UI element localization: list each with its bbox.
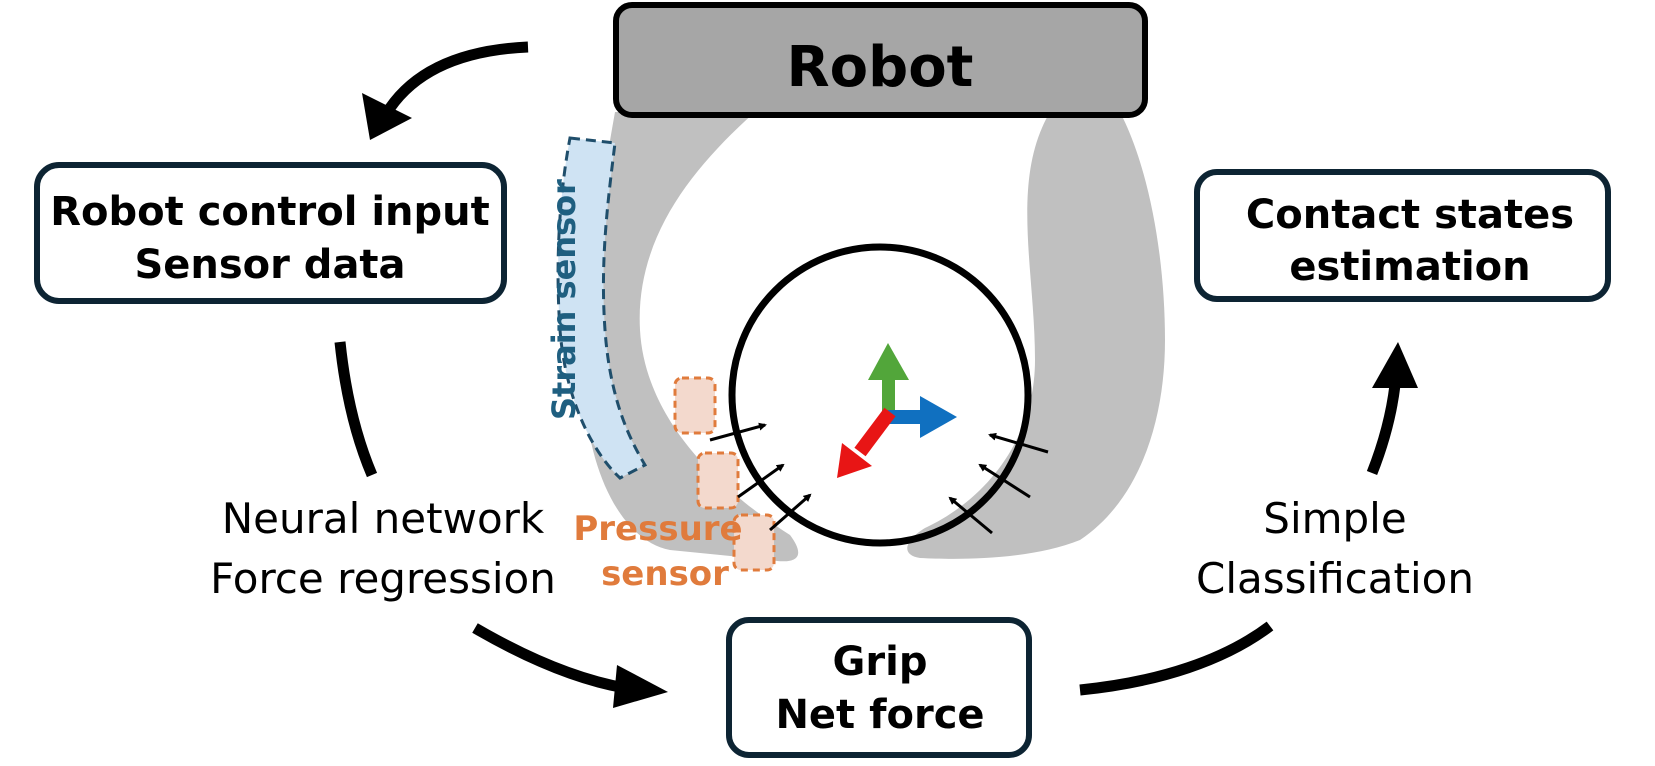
arrow-input-to-regression-shaft bbox=[334, 341, 378, 478]
edge-classification-label: Simple Classification bbox=[1196, 494, 1474, 603]
pressure-sensor-label-line2: sensor bbox=[601, 554, 729, 594]
strain-sensor-shape bbox=[556, 136, 648, 480]
contact-force-arrow bbox=[978, 463, 1031, 499]
gripper bbox=[583, 112, 1165, 562]
edge-classification-line1: Simple bbox=[1263, 494, 1406, 543]
contact-box-line1: Contact states bbox=[1246, 192, 1574, 238]
pressure-sensors: Pressure sensor bbox=[573, 376, 776, 594]
grip-box-line2: Net force bbox=[775, 692, 984, 738]
flow-arrows bbox=[334, 41, 1401, 696]
gripper-right-finger bbox=[907, 112, 1165, 559]
pressure-pad bbox=[673, 376, 717, 435]
contact-force-arrow bbox=[948, 496, 993, 535]
contact-force-arrow bbox=[709, 422, 767, 442]
axis-x-arrow bbox=[837, 407, 896, 478]
contact-box: Contact states estimation bbox=[1194, 169, 1611, 302]
grip-box-line1: Grip bbox=[833, 639, 928, 685]
edge-classification-line2: Classification bbox=[1196, 554, 1474, 603]
grasped-object bbox=[728, 243, 1032, 547]
arrowhead-to-contact bbox=[1372, 342, 1418, 388]
grip-box: Grip Net force bbox=[726, 617, 1032, 758]
contact-force-arrows bbox=[709, 422, 1049, 535]
strain-sensor-label: Strain sensor bbox=[545, 179, 583, 420]
robot-label: Robot bbox=[787, 35, 974, 100]
axis-y-arrow bbox=[868, 343, 909, 415]
pressure-pad bbox=[696, 451, 740, 510]
arrow-classification-to-contact-shaft bbox=[1366, 384, 1401, 476]
contact-force-arrow bbox=[769, 493, 812, 532]
input-box-line2: Sensor data bbox=[134, 242, 405, 288]
contact-box-line2: estimation bbox=[1289, 244, 1530, 290]
pressure-sensor-label-line1: Pressure bbox=[573, 509, 742, 549]
pressure-pad bbox=[732, 513, 776, 572]
robot-box: Robot bbox=[613, 2, 1148, 118]
contact-force-arrow bbox=[737, 463, 785, 499]
arrowhead-to-grip bbox=[613, 665, 668, 708]
arrow-grip-to-classification-shaft bbox=[1079, 621, 1274, 696]
input-box-line1: Robot control input bbox=[50, 189, 490, 235]
arrow-regression-to-grip-shaft bbox=[472, 623, 626, 694]
strain-sensor: Strain sensor bbox=[545, 136, 648, 480]
input-box: Robot control input Sensor data bbox=[34, 162, 507, 304]
axis-z-arrow bbox=[888, 396, 957, 438]
edge-regression-label: Neural network Force regression bbox=[210, 494, 556, 603]
edge-regression-line1: Neural network bbox=[222, 494, 545, 543]
coordinate-axes bbox=[837, 343, 957, 478]
arrow-to-input-shaft bbox=[385, 41, 529, 112]
edge-regression-line2: Force regression bbox=[210, 554, 556, 603]
arrowhead-to-input bbox=[362, 93, 412, 140]
contact-force-arrow bbox=[988, 432, 1049, 454]
flow-arrowheads bbox=[362, 93, 1418, 708]
